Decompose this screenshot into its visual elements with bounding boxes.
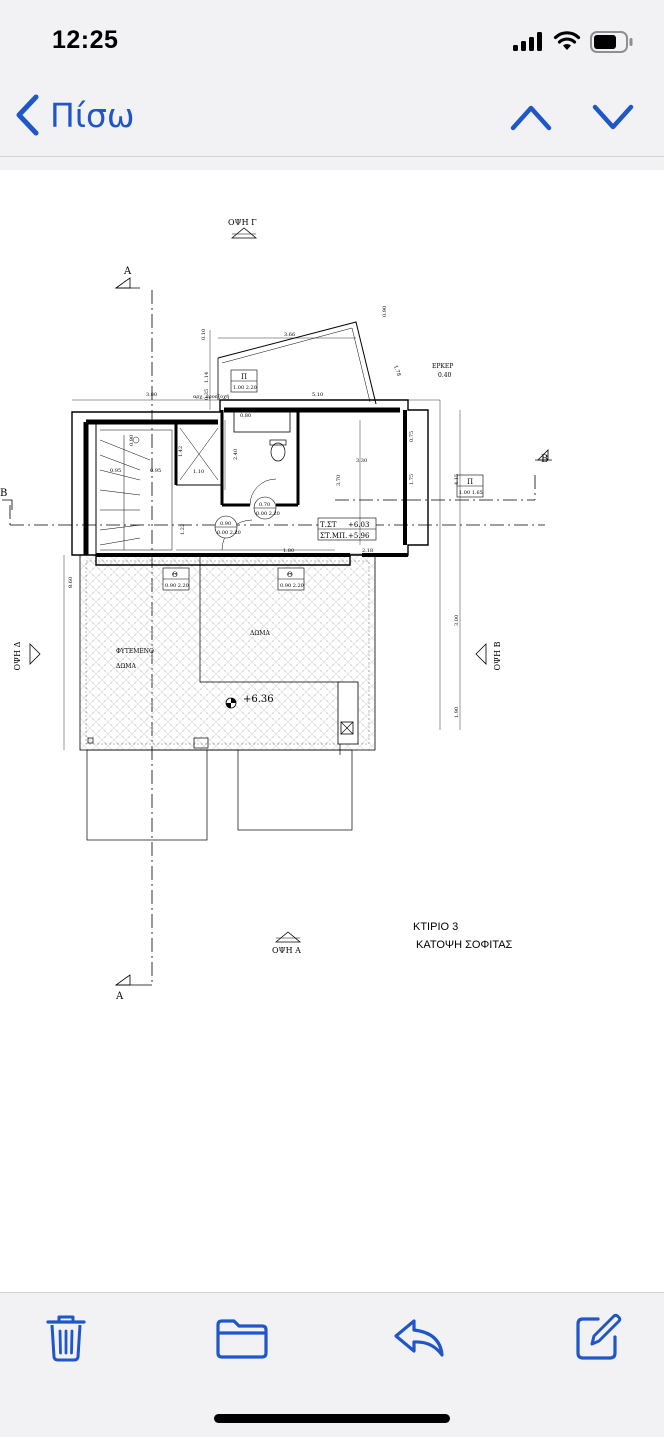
svg-text:0.95: 0.95: [110, 468, 121, 474]
section-b-right-label: Β: [541, 454, 548, 465]
svg-text:0.90: 0.90: [129, 435, 135, 446]
status-bar: 12:25: [0, 0, 664, 80]
svg-text:0.90: 0.90: [382, 306, 388, 317]
svg-text:0.80: 0.80: [240, 413, 251, 419]
level-box: Τ.ΣΤ +6.03 ΣΤ.ΜΠ. +5.96: [317, 517, 377, 541]
caption-title: ΚΑΤΟΨΗ ΣΟΦΙΤΑΣ: [416, 939, 513, 951]
trash-icon[interactable]: [44, 1313, 88, 1363]
chevron-left-icon: [16, 94, 39, 136]
svg-text:+5.96: +5.96: [348, 532, 370, 540]
svg-text:1.14: 1.14: [204, 372, 210, 383]
svg-text:4.15: 4.15: [454, 474, 460, 485]
section-a-top-label: Α: [123, 266, 132, 277]
svg-text:1.00 1.65: 1.00 1.65: [459, 490, 483, 496]
window-tag-left: Π 1.00 2.20: [230, 369, 258, 393]
staircase: [99, 427, 219, 551]
chevron-down-icon[interactable]: [592, 102, 634, 132]
svg-text:+6.03: +6.03: [348, 521, 369, 529]
svg-text:0.00 2.20: 0.00 2.20: [217, 530, 241, 536]
floor-plan: ΟΨΗ Γ ΟΨΗ Α ΟΨΗ Δ ΟΨΗ Β Α Α Β: [0, 218, 552, 1002]
svg-text:ΣΤ.ΜΠ.: ΣΤ.ΜΠ.: [320, 532, 347, 540]
status-time: 12:25: [52, 26, 119, 54]
section-b-left-label: Β: [0, 488, 7, 499]
svg-text:0.35: 0.35: [204, 389, 210, 400]
svg-text:1.80: 1.80: [283, 548, 294, 554]
hall-door-tag: 0.90 0.00 2.20: [214, 515, 241, 539]
svg-text:3.66: 3.66: [284, 332, 295, 338]
svg-text:3.00: 3.00: [454, 615, 460, 626]
wifi-icon: [553, 31, 581, 50]
svg-text:1.00 2.20: 1.00 2.20: [233, 385, 257, 391]
arch-projection-label: αρχ. προεξοχή: [193, 393, 229, 400]
green-roof-label-1: ΦΥΤΕΜΕΝΟ: [116, 648, 154, 655]
elevation-bottom-label: ΟΨΗ Α: [272, 946, 301, 955]
reply-icon[interactable]: [392, 1317, 448, 1361]
dimension-labels: 3.66 3.80 5.10 0.10 1.14 0.35 0.90 1.78 …: [68, 306, 460, 718]
erker-dim: 0.40: [438, 372, 452, 379]
section-marker-a-bottom: Α: [114, 974, 152, 1002]
section-marker-a-top: Α: [114, 266, 140, 289]
roof-terrace: ΔΩΜΑ ΦΥΤΕΜΕΝΟ ΔΩΜΑ +6.36: [79, 554, 376, 755]
battery-icon: [590, 31, 633, 53]
document-view[interactable]: ΟΨΗ Γ ΟΨΗ Α ΟΨΗ Δ ΟΨΗ Β Α Α Β: [0, 170, 664, 1292]
bottom-toolbar: [0, 1292, 664, 1437]
chevron-up-icon[interactable]: [510, 102, 552, 132]
section-marker-b-left: Β: [0, 488, 13, 510]
home-indicator: [214, 1414, 450, 1423]
svg-text:3.30: 3.30: [356, 458, 367, 464]
svg-text:Θ: Θ: [287, 571, 293, 579]
roof-label: ΔΩΜΑ: [250, 630, 270, 637]
svg-text:1.10: 1.10: [193, 469, 204, 475]
svg-text:5.10: 5.10: [312, 392, 323, 398]
elevation-top-label: ΟΨΗ Γ: [228, 218, 257, 227]
svg-text:8.60: 8.60: [68, 577, 74, 588]
window-tag-right: Π 1.00 1.65: [456, 474, 484, 498]
back-label: Πίσω: [50, 95, 135, 135]
back-button[interactable]: Πίσω: [14, 94, 135, 136]
svg-text:0.75: 0.75: [409, 431, 415, 442]
compose-icon[interactable]: [574, 1313, 622, 1361]
svg-text:1.22: 1.22: [180, 524, 186, 535]
elevation-right-label: ΟΨΗ Β: [493, 641, 502, 670]
bath-door-tag: 0.70 0.00 2.20: [253, 496, 280, 520]
erker-label: ΕΡΚΕΡ: [432, 363, 453, 370]
elevation-marker-bottom: ΟΨΗ Α: [272, 931, 302, 955]
section-marker-b-right: Β: [535, 449, 552, 465]
svg-text:Π: Π: [467, 478, 473, 486]
caption-building: ΚΤΙΡΙΟ 3: [413, 921, 459, 933]
svg-text:Π: Π: [241, 373, 247, 381]
svg-text:3.80: 3.80: [146, 392, 157, 398]
elevation-left-label: ΟΨΗ Δ: [13, 641, 22, 670]
folder-icon[interactable]: [214, 1317, 270, 1361]
svg-text:Θ: Θ: [172, 571, 178, 579]
roof-level: +6.36: [243, 694, 274, 705]
door-tag-1: Θ 0.90 2.20: [162, 567, 190, 591]
svg-text:0.70: 0.70: [259, 502, 270, 508]
elevation-marker-right: ΟΨΗ Β: [475, 641, 502, 670]
svg-text:2.18: 2.18: [362, 548, 373, 554]
svg-text:0.90 2.20: 0.90 2.20: [280, 583, 304, 589]
section-a-bottom-label: Α: [115, 991, 124, 1002]
green-roof-label-2: ΔΩΜΑ: [116, 663, 136, 670]
svg-text:0.90 2.20: 0.90 2.20: [165, 583, 189, 589]
door-tag-2: Θ 0.90 2.20: [277, 567, 305, 591]
svg-text:1.75: 1.75: [409, 474, 415, 485]
svg-text:0.00 2.20: 0.00 2.20: [256, 511, 280, 517]
svg-text:3.70: 3.70: [336, 475, 342, 486]
svg-text:2.40: 2.40: [233, 449, 239, 460]
svg-text:1.42: 1.42: [178, 446, 184, 457]
elevation-marker-top: ΟΨΗ Γ: [228, 218, 258, 239]
drawing-caption: ΚΤΙΡΙΟ 3 ΚΑΤΟΨΗ ΣΟΦΙΤΑΣ: [412, 918, 512, 954]
navigation-bar: Πίσω: [0, 80, 664, 157]
svg-text:0.90: 0.90: [220, 521, 231, 527]
svg-text:Τ.ΣΤ: Τ.ΣΤ: [320, 521, 337, 529]
svg-text:0.10: 0.10: [201, 329, 207, 340]
svg-text:0.95: 0.95: [150, 468, 161, 474]
elevation-marker-left: ΟΨΗ Δ: [13, 641, 41, 670]
cellular-signal-icon: [513, 32, 542, 51]
svg-text:1.90: 1.90: [454, 707, 460, 718]
svg-text:1.78: 1.78: [392, 365, 401, 378]
